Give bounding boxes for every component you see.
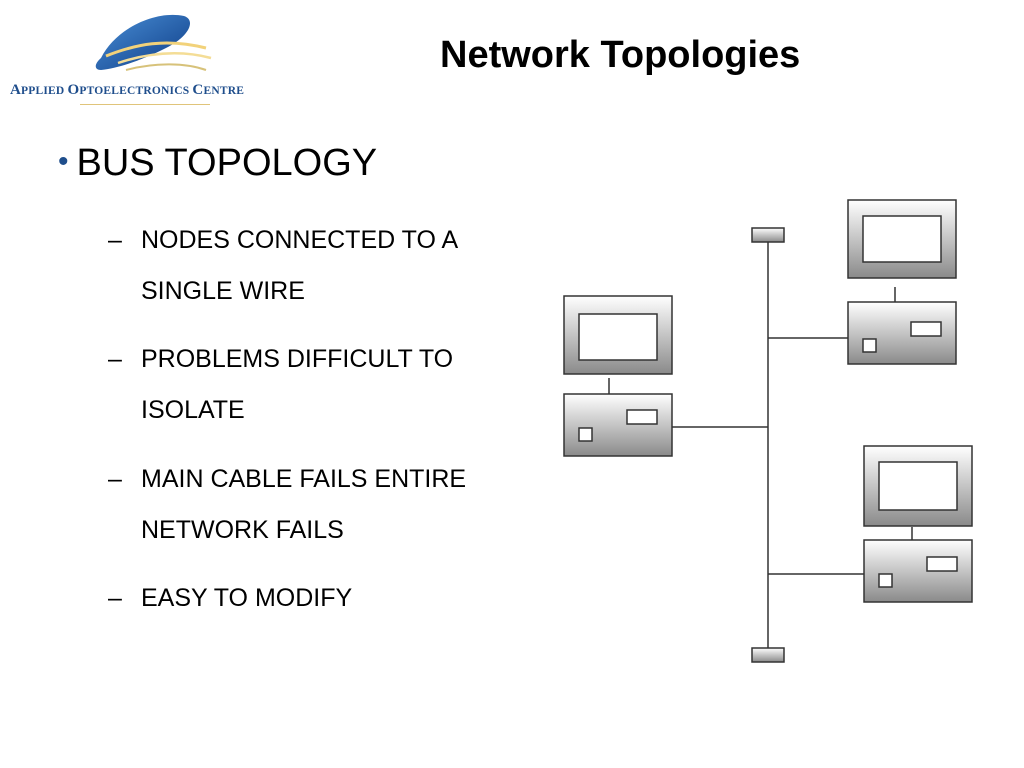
sub-bullet: – NODES CONNECTED TO A SINGLE WIRE — [108, 215, 528, 317]
sub-bullet-text: MAIN CABLE FAILS ENTIRE NETWORK FAILS — [141, 465, 467, 544]
computer-bottom-right — [863, 445, 973, 603]
dash-icon: – — [108, 584, 122, 612]
slide-title: Network Topologies — [440, 34, 801, 76]
sub-bullet-text: PROBLEMS DIFFICULT TO ISOLATE — [141, 345, 454, 424]
org-name: APPLIED OPTOELECTRONICS CENTRE — [10, 82, 245, 98]
sub-bullet: – EASY TO MODIFY — [108, 573, 528, 624]
dash-icon: – — [108, 345, 122, 373]
bus-topology-diagram — [563, 199, 973, 663]
computer-top-right — [847, 199, 957, 365]
bus-cable — [608, 242, 913, 648]
sub-bullet: – MAIN CABLE FAILS ENTIRE NETWORK FAILS — [108, 454, 528, 556]
sub-bullet: – PROBLEMS DIFFICULT TO ISOLATE — [108, 334, 528, 436]
dash-icon: – — [108, 226, 122, 254]
sub-bullet-text: NODES CONNECTED TO A SINGLE WIRE — [141, 226, 457, 305]
bullet-dot-icon: • — [58, 145, 69, 178]
main-bullet: •BUS TOPOLOGY — [58, 142, 377, 185]
main-bullet-label: BUS TOPOLOGY — [76, 142, 378, 184]
bottom-terminator — [751, 647, 785, 663]
logo-swoosh — [95, 14, 212, 71]
computer-left — [563, 295, 673, 457]
top-terminator — [751, 227, 785, 243]
logo-underline — [80, 104, 210, 105]
sub-bullet-text: EASY TO MODIFY — [141, 584, 353, 612]
dash-icon: – — [108, 465, 122, 493]
